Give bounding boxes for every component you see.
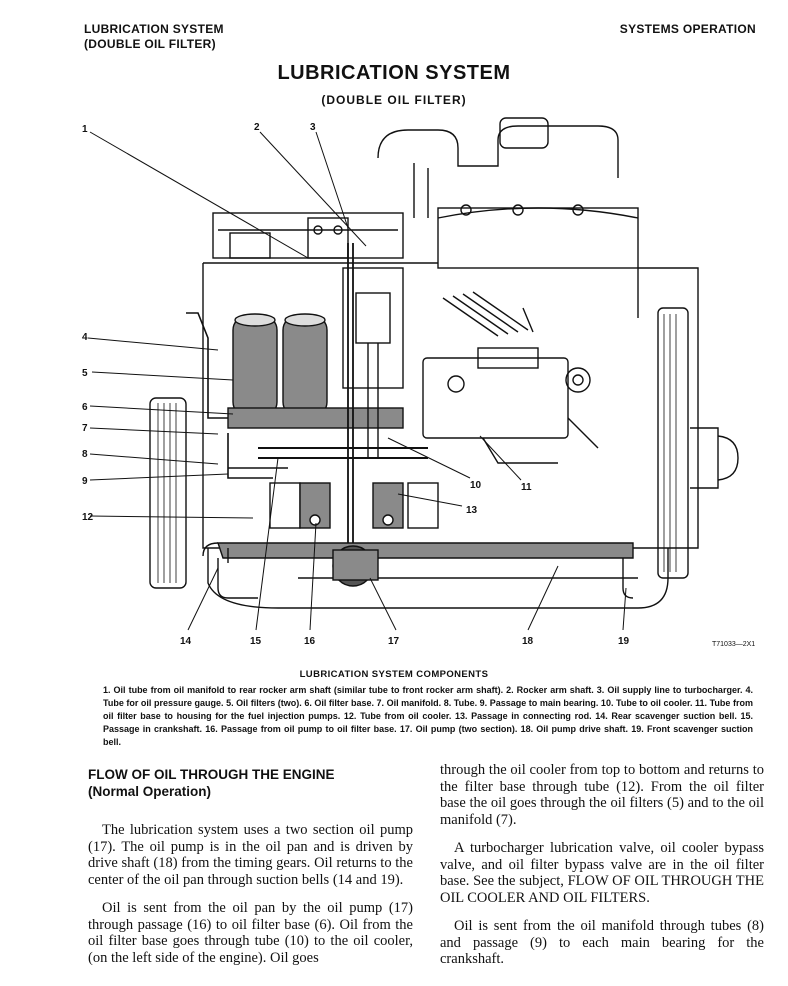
callout-3: 3 bbox=[310, 122, 316, 133]
callout-9: 9 bbox=[82, 476, 88, 487]
paragraph: A turbocharger lubrication valve, oil co… bbox=[440, 840, 764, 906]
paragraph: through the oil cooler from top to botto… bbox=[440, 762, 764, 828]
callout-13: 13 bbox=[466, 505, 478, 516]
callout-2: 2 bbox=[254, 122, 260, 133]
callout-16: 16 bbox=[304, 636, 316, 647]
page-subtitle: (DOUBLE OIL FILTER) bbox=[321, 93, 467, 107]
running-header-line1: LUBRICATION SYSTEM bbox=[84, 22, 224, 36]
running-header-right: SYSTEMS OPERATION bbox=[619, 22, 756, 36]
leader-lines bbox=[87, 131, 627, 631]
engine-lubrication-diagram: 1 2 3 4 5 6 7 8 9 10 11 12 13 14 15 16 1… bbox=[82, 117, 739, 647]
page-title: LUBRICATION SYSTEM bbox=[277, 62, 511, 84]
running-header-line2: (DOUBLE OIL FILTER) bbox=[84, 37, 216, 51]
figure-code: T71033—2X1 bbox=[712, 641, 756, 648]
callout-6: 6 bbox=[82, 402, 88, 413]
caption-body: 1. Oil tube from oil manifold to rear ro… bbox=[103, 685, 753, 747]
caption-title: LUBRICATION SYSTEM COMPONENTS bbox=[299, 669, 489, 680]
callout-8: 8 bbox=[82, 449, 88, 460]
callout-5: 5 bbox=[82, 368, 88, 379]
body-column-left: The lubrication system uses a two sectio… bbox=[88, 822, 413, 978]
callout-17: 17 bbox=[388, 636, 400, 647]
paragraph: The lubrication system uses a two sectio… bbox=[88, 822, 413, 888]
engine-drawing bbox=[149, 117, 739, 609]
body-column-right: through the oil cooler from top to botto… bbox=[440, 762, 764, 980]
callout-18: 18 bbox=[522, 636, 534, 647]
paragraph: Oil is sent from the oil manifold throug… bbox=[440, 918, 764, 967]
callout-12: 12 bbox=[82, 512, 94, 523]
section-subtitle: (Normal Operation) bbox=[88, 784, 212, 799]
callout-14: 14 bbox=[180, 636, 192, 647]
section-heading: FLOW OF OIL THROUGH THE ENGINE (Normal O… bbox=[88, 766, 335, 800]
running-header-left: LUBRICATION SYSTEM (DOUBLE OIL FILTER) bbox=[84, 22, 224, 52]
callout-19: 19 bbox=[618, 636, 630, 647]
callout-1: 1 bbox=[82, 124, 88, 135]
callout-11: 11 bbox=[521, 482, 532, 493]
callout-labels: 1 2 3 4 5 6 7 8 9 10 11 12 13 14 15 16 1… bbox=[82, 122, 630, 647]
callout-10: 10 bbox=[470, 480, 482, 491]
callout-4: 4 bbox=[82, 332, 88, 343]
section-title: FLOW OF OIL THROUGH THE ENGINE bbox=[88, 767, 335, 782]
callout-7: 7 bbox=[82, 423, 88, 434]
paragraph: Oil is sent from the oil pan by the oil … bbox=[88, 900, 413, 966]
callout-15: 15 bbox=[250, 636, 262, 647]
